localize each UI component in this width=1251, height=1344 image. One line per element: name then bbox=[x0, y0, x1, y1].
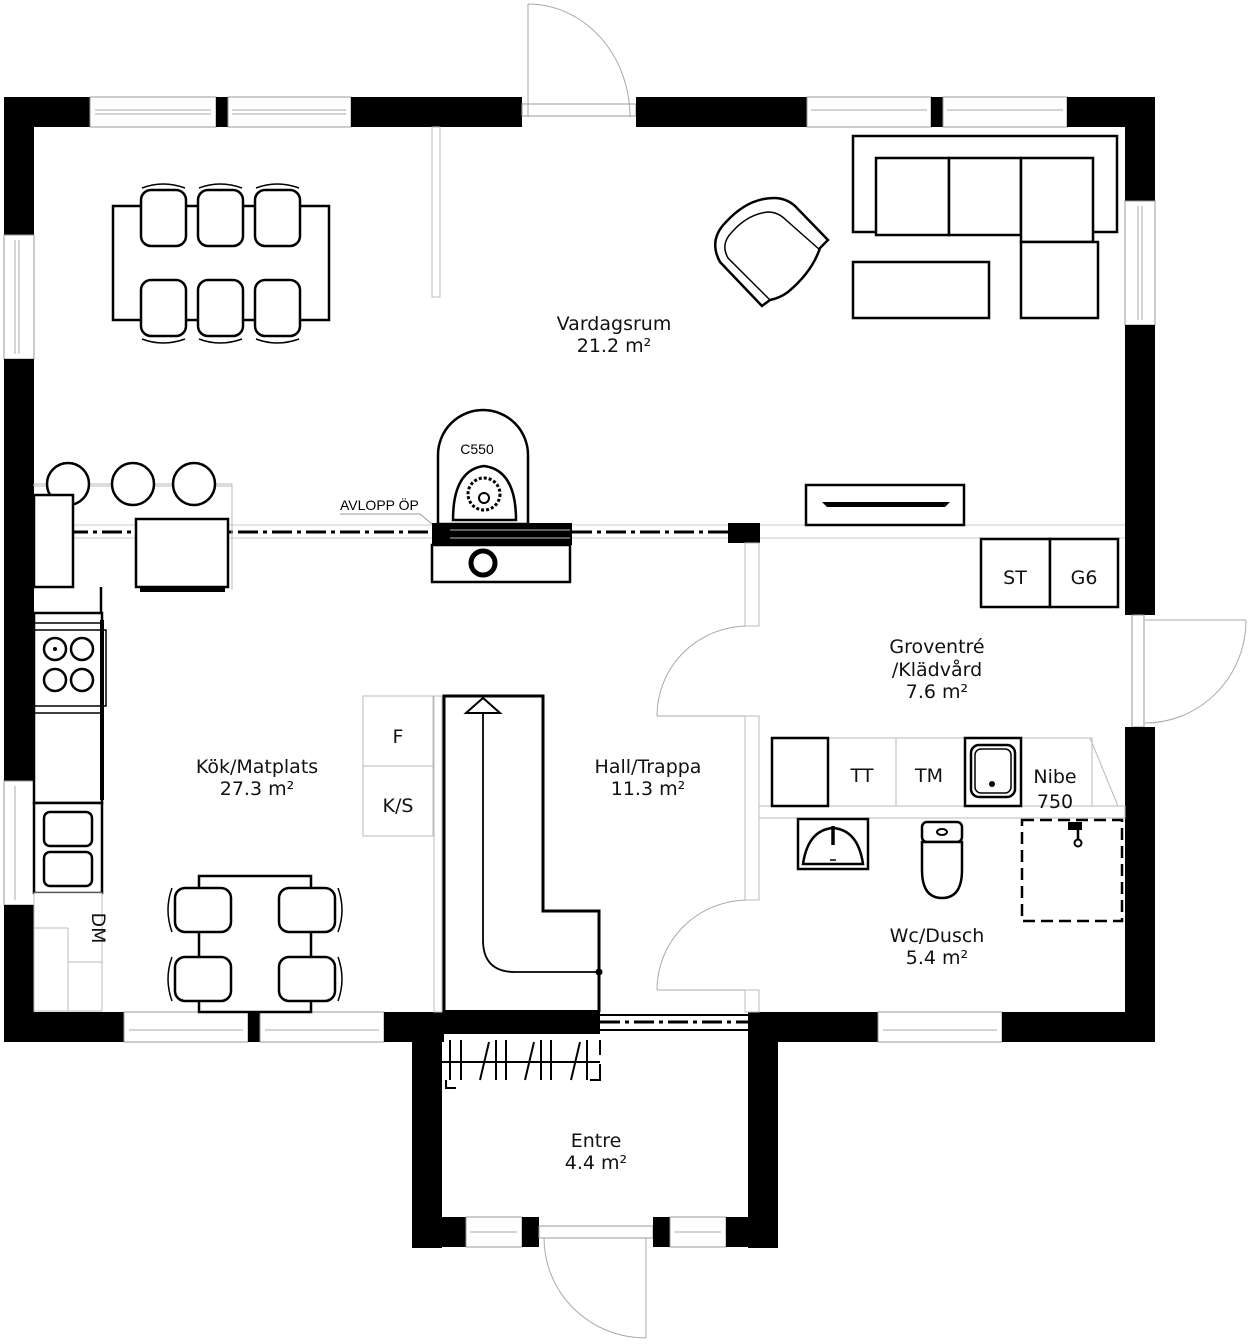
armchair bbox=[713, 196, 830, 308]
doors bbox=[527, 3, 1247, 1339]
shower-area bbox=[1020, 818, 1124, 923]
room-name-vardagsrum: Vardagsrum bbox=[557, 313, 672, 335]
dining-table-large bbox=[111, 183, 331, 344]
washbasin bbox=[796, 817, 870, 871]
door-top-terrace[interactable] bbox=[527, 3, 631, 118]
door-front-entrance[interactable] bbox=[543, 1237, 647, 1339]
heatpump-label-1: Nibe bbox=[1033, 766, 1076, 788]
room-area-kok: 27.3 m² bbox=[220, 778, 294, 800]
coffee-table bbox=[851, 260, 991, 320]
storage-g6-label: G6 bbox=[1071, 567, 1098, 589]
room-name2-groventre: /Klädvård bbox=[892, 658, 982, 681]
door-wc[interactable] bbox=[656, 899, 749, 991]
stove-model-label: C550 bbox=[460, 441, 494, 457]
interior-walls bbox=[34, 126, 1126, 1034]
room-name-hall: Hall/Trappa bbox=[595, 756, 702, 778]
drain-note-label: AVLOPP ÖP bbox=[340, 496, 419, 513]
corner-sofa bbox=[851, 134, 1119, 320]
room-area-wc: 5.4 m² bbox=[906, 947, 968, 969]
fridge-freezer-label: K/S bbox=[383, 795, 414, 817]
room-area-vardagsrum: 21.2 m² bbox=[577, 335, 651, 357]
heatpump-label-2: 750 bbox=[1037, 791, 1073, 813]
kitchen-island-stools bbox=[33, 461, 233, 590]
shoe-rack bbox=[442, 1040, 601, 1089]
washer-label: TM bbox=[914, 765, 943, 787]
room-area-groventre: 7.6 m² bbox=[906, 681, 968, 703]
chairs-bottom-row bbox=[139, 278, 302, 344]
chairs-top-row bbox=[139, 183, 302, 248]
kitchen-counters: DM bbox=[32, 493, 230, 1012]
room-name-kok: Kök/Matplats bbox=[196, 756, 318, 778]
room-area-entre: 4.4 m² bbox=[565, 1152, 627, 1174]
room-name-wc: Wc/Dusch bbox=[890, 925, 985, 947]
fridge-label: F bbox=[393, 726, 404, 748]
exterior-walls bbox=[3, 96, 1156, 1248]
door-right-groventre[interactable] bbox=[1144, 619, 1247, 724]
tv-bench bbox=[804, 483, 966, 527]
kitchen-sink bbox=[32, 801, 104, 895]
cooktop bbox=[33, 622, 107, 714]
storage-cabinets: ST G6 bbox=[979, 537, 1120, 609]
wc-fixtures bbox=[796, 817, 1124, 923]
storage-st-label: ST bbox=[1003, 567, 1027, 589]
toilet bbox=[920, 820, 964, 900]
door-groventre[interactable] bbox=[656, 625, 749, 717]
room-labels: Vardagsrum 21.2 m² Kök/Matplats 27.3 m² … bbox=[196, 313, 985, 1174]
dishwasher-label: DM bbox=[87, 912, 109, 943]
fireplace-stove: C550 bbox=[430, 408, 572, 584]
room-area-hall: 11.3 m² bbox=[611, 778, 685, 800]
dryer-label: TT bbox=[850, 765, 874, 787]
laundry-counter: TT TM Nibe 750 bbox=[770, 736, 1119, 813]
room-name-entre: Entre bbox=[571, 1130, 622, 1152]
utility-sink bbox=[963, 736, 1023, 808]
dishwasher: DM bbox=[33, 892, 109, 1012]
staircase bbox=[442, 694, 603, 1012]
fridge-column: F K/S bbox=[362, 695, 434, 837]
room-name-groventre: Groventré bbox=[889, 636, 984, 658]
dining-table-small bbox=[167, 874, 343, 1014]
drain-note: AVLOPP ÖP bbox=[340, 496, 433, 525]
